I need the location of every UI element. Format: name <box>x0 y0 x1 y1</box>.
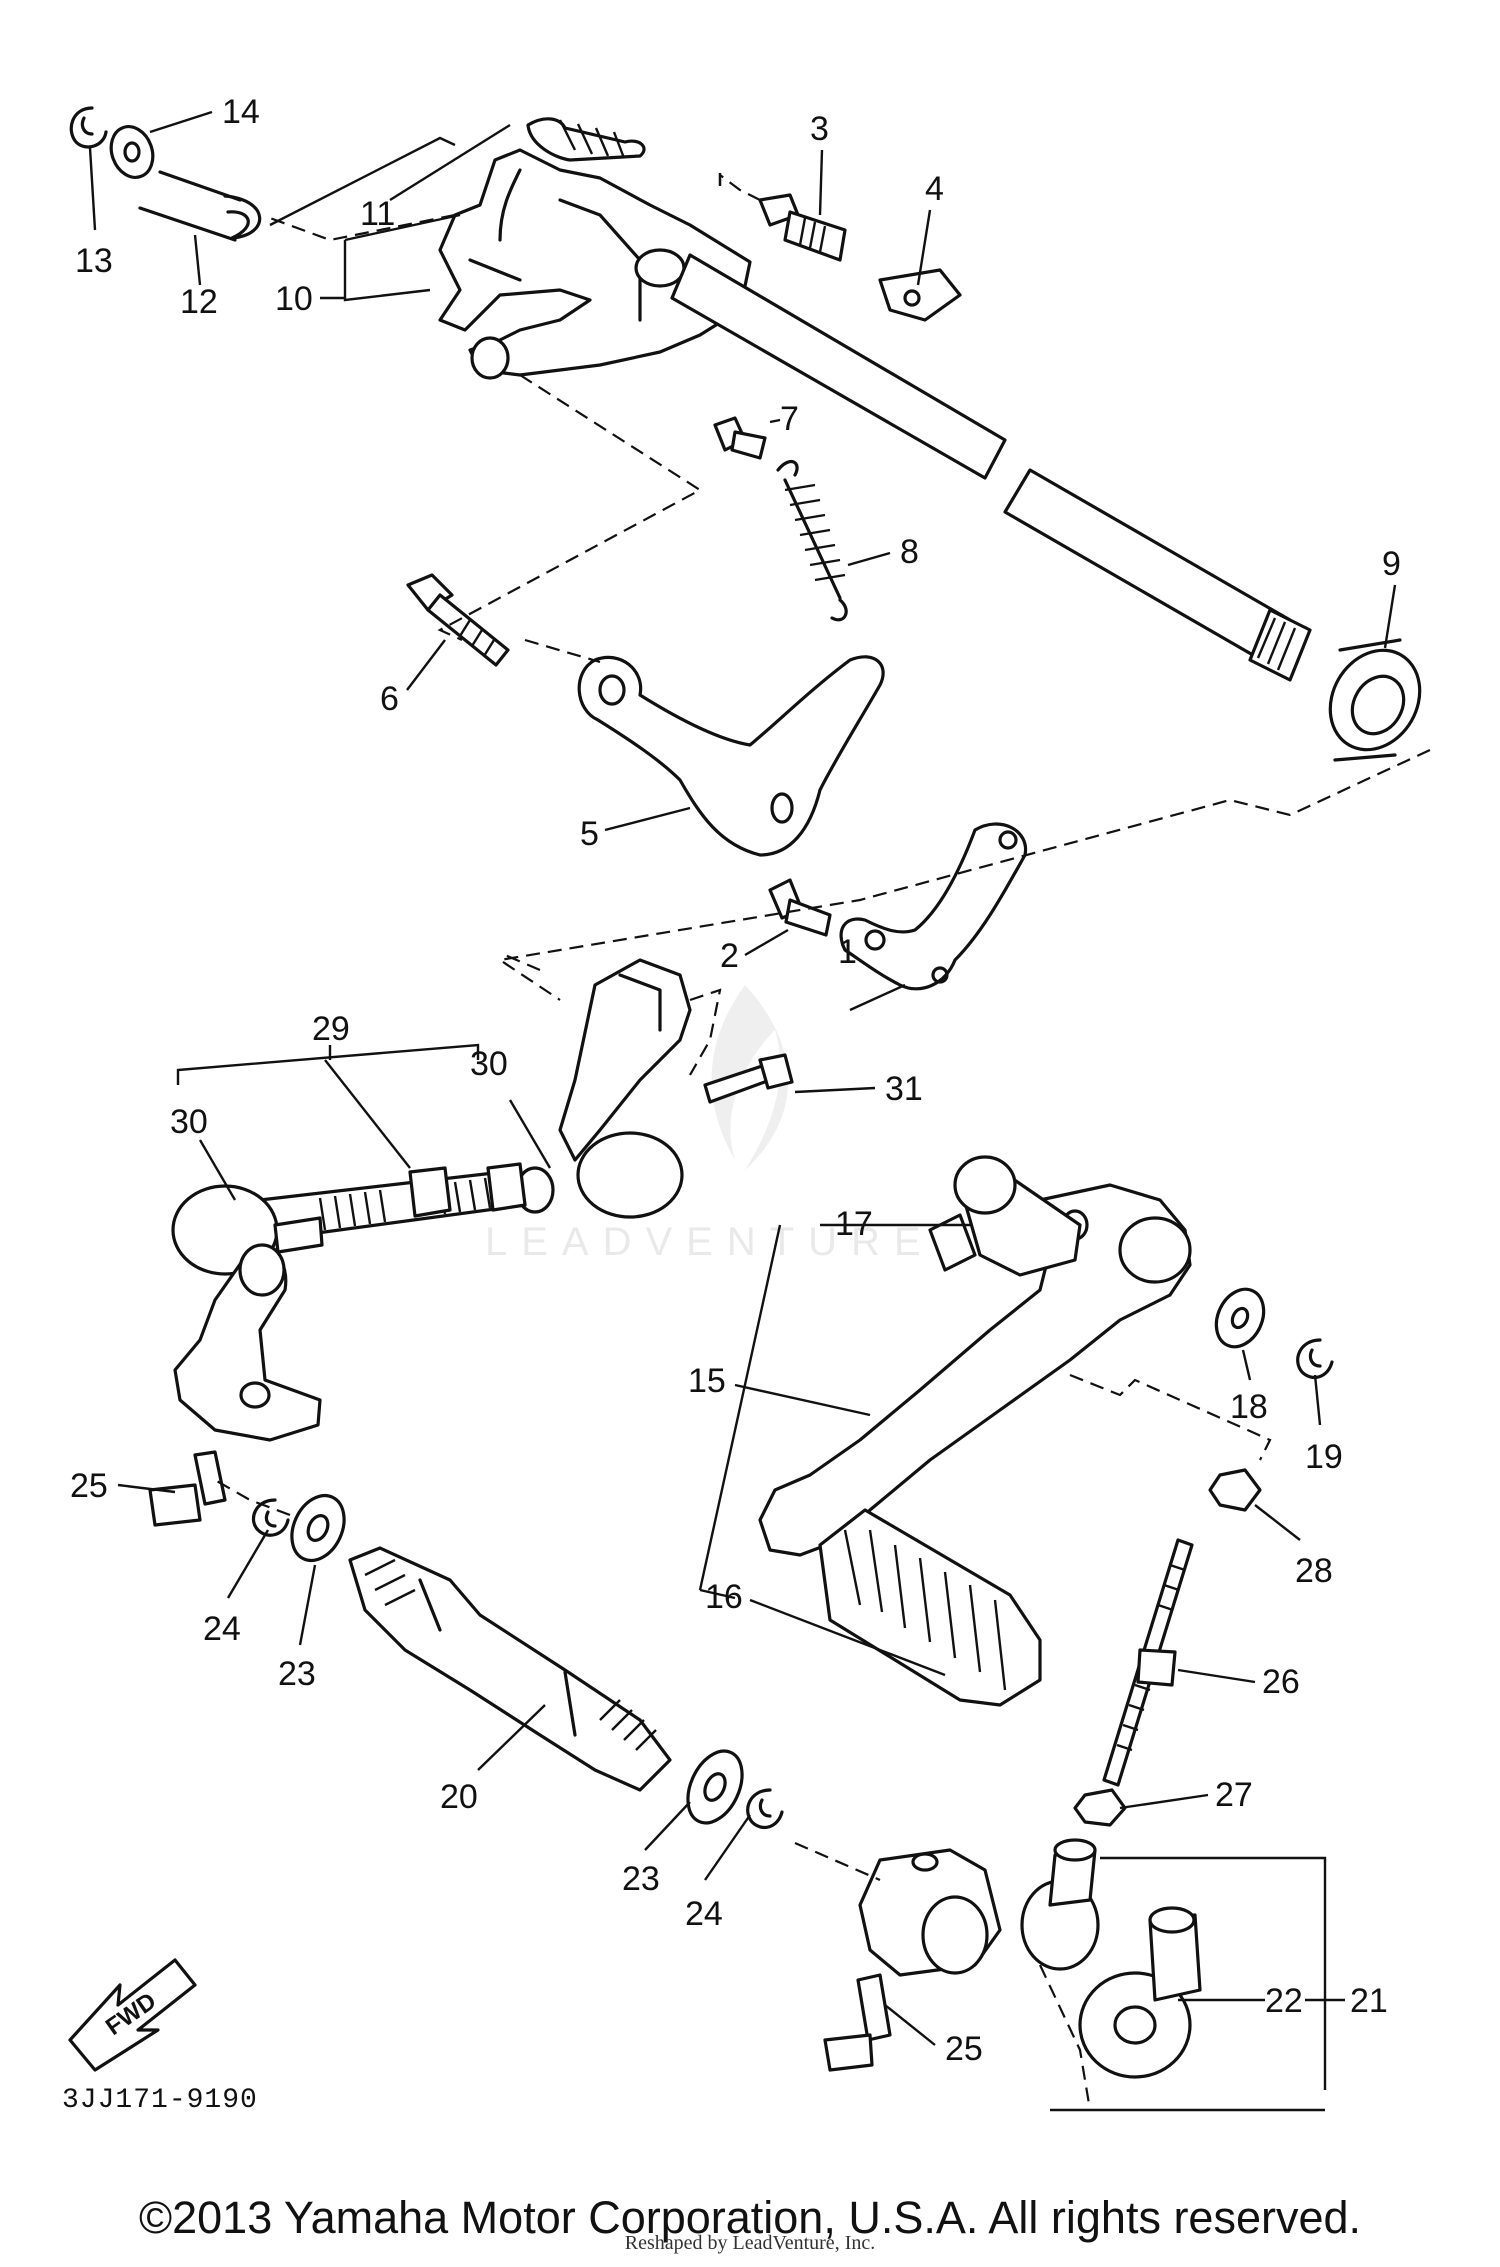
callout-19: 19 <box>1305 1438 1343 1476</box>
callout-13: 13 <box>75 242 113 280</box>
part-9-shift-shaft <box>670 253 1422 762</box>
callout-26: 26 <box>1262 1663 1300 1701</box>
callout-24-left: 24 <box>203 1610 241 1648</box>
part-24-circlip <box>252 1498 290 1537</box>
part-25-bolt-2 <box>823 1973 892 2072</box>
callout-25-left: 25 <box>70 1467 108 1505</box>
part-13-circlip <box>69 106 108 149</box>
callout-9: 9 <box>1382 545 1401 583</box>
part-15-shift-pedal <box>758 1155 1192 1557</box>
callout-2: 2 <box>720 937 739 975</box>
callout-16: 16 <box>705 1578 743 1616</box>
part-23-washer-2 <box>686 1749 744 1825</box>
part-26-tie-rod <box>1102 1538 1194 1787</box>
part-2-bolt <box>768 878 832 937</box>
watermark: LEADVENTURE <box>485 985 935 1264</box>
callout-6: 6 <box>380 680 399 718</box>
part-1-plate <box>839 822 1028 991</box>
part-24-circlip-2 <box>746 1788 784 1830</box>
part-9-bearing <box>1328 638 1422 762</box>
callout-27: 27 <box>1215 1776 1253 1814</box>
fwd-arrow-icon: FWD <box>68 1958 197 2072</box>
callout-17: 17 <box>835 1205 873 1243</box>
part-23-washer <box>290 1493 346 1563</box>
part-28-nut <box>1208 1468 1262 1512</box>
leader-lines <box>88 110 1397 2112</box>
part-20-pivot-shaft <box>348 1546 672 1792</box>
callout-4: 4 <box>925 170 944 208</box>
part-29-30-shift-rod <box>171 958 692 1442</box>
callout-24: 24 <box>685 1895 723 1933</box>
assembly-lines <box>214 172 1431 2111</box>
part-14-washer <box>109 125 155 179</box>
part-18-washer <box>1214 1287 1266 1349</box>
part-19-circlip <box>1296 1338 1334 1380</box>
callout-11: 11 <box>360 195 395 233</box>
part-11-spring <box>526 117 646 162</box>
callout-3: 3 <box>810 110 829 148</box>
callout-22: 22 <box>1265 1982 1303 2020</box>
callout-28: 28 <box>1295 1552 1333 1590</box>
callout-10: 10 <box>275 280 313 318</box>
callout-14: 14 <box>222 93 260 131</box>
reshaped-note: Reshaped by LeadVenture, Inc. <box>624 2232 876 2254</box>
callout-25-right: 25 <box>945 2030 983 2068</box>
callout-8: 8 <box>900 533 919 571</box>
callout-1: 1 <box>838 933 857 971</box>
part-4-clip <box>878 268 962 322</box>
callout-18: 18 <box>1230 1388 1268 1426</box>
diagram-code: 3JJ171-9190 <box>62 2085 258 2116</box>
callout-30-right: 30 <box>470 1045 508 1083</box>
part-12-torsion-spring <box>138 170 262 242</box>
part-31-bolt <box>703 1053 794 1104</box>
callout-23-left: 23 <box>278 1655 316 1693</box>
part-22-rod-end <box>1078 1906 1202 2079</box>
callout-20: 20 <box>440 1778 478 1816</box>
callout-5: 5 <box>580 815 599 853</box>
callout-15: 15 <box>688 1362 726 1400</box>
copyright-notice: ©2013 Yamaha Motor Corporation, U.S.A. A… <box>138 2192 1362 2243</box>
part-7-bolt <box>713 416 767 460</box>
callout-23: 23 <box>622 1860 660 1898</box>
part-27-nut <box>1073 1788 1127 1827</box>
callout-numbers: 1 2 3 4 5 6 7 8 9 10 11 12 13 14 15 16 1… <box>70 93 1401 2068</box>
callout-21: 21 <box>1350 1982 1388 2020</box>
part-6-bolt <box>406 573 510 667</box>
callout-7: 7 <box>780 400 799 438</box>
part-16-shift-peg <box>818 1508 1042 1707</box>
part-25-bolt <box>148 1450 227 1527</box>
callout-31: 31 <box>885 1070 923 1108</box>
part-21-rod-joint <box>858 1838 1100 1977</box>
watermark-text: LEADVENTURE <box>485 1220 935 1264</box>
part-5-stopper-lever <box>577 655 885 857</box>
part-3-bolt <box>758 193 847 262</box>
callout-30-left: 30 <box>170 1103 208 1141</box>
part-8-spring <box>776 459 848 622</box>
callout-29: 29 <box>312 1010 350 1048</box>
callout-12: 12 <box>180 283 218 321</box>
